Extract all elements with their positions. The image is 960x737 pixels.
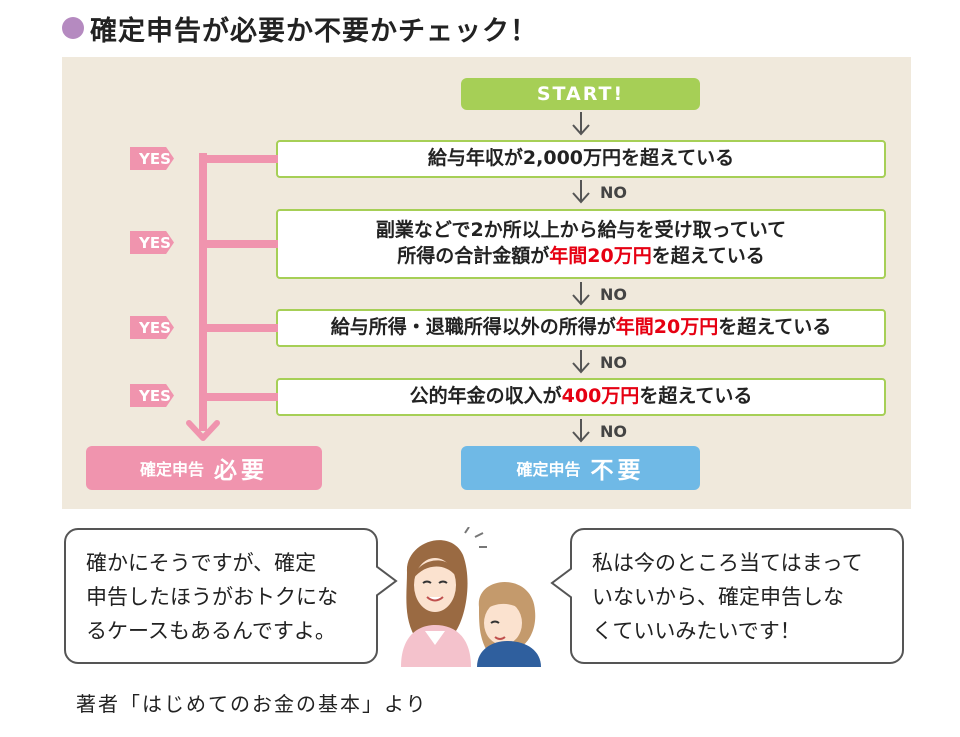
arrow-down-icon xyxy=(571,282,591,306)
no-label: NO xyxy=(600,422,627,441)
question-4-highlight: 400万円 xyxy=(562,385,640,407)
bubble-line: るケースもあるんですよ。 xyxy=(86,614,376,648)
arrow-down-icon xyxy=(186,420,220,442)
question-1-box: 給与年収が2,000万円を超えている xyxy=(276,140,886,178)
left-speech-bubble: 確かにそうですが、確定 申告したほうがおトクにな るケースもあるんですよ。 xyxy=(64,528,378,664)
yes-label: YES xyxy=(130,384,174,407)
question-3-box: 給与所得・退職所得以外の所得が年間20万円を超えている xyxy=(276,309,886,347)
yes-path-line xyxy=(199,153,207,431)
two-women-illustration xyxy=(395,527,555,667)
start-node: START! xyxy=(461,78,700,110)
question-2-box: 副業などで2か所以上から給与を受け取っていて 所得の合計金額が年間20万円を超え… xyxy=(276,209,886,279)
title-bullet-icon xyxy=(62,17,84,39)
arrow-down-icon xyxy=(571,350,591,374)
bubble-line: 私は今のところ当てはまって xyxy=(592,546,902,580)
question-1-text: 給与年収が2,000万円を超えている xyxy=(428,146,734,172)
yes-label: YES xyxy=(130,231,174,254)
question-4-box: 公的年金の収入が400万円を超えている xyxy=(276,378,886,416)
question-2-line1: 副業などで2か所以上から給与を受け取っていて xyxy=(376,218,786,244)
yes-connector xyxy=(199,324,278,332)
result-required: 確定申告 必要 xyxy=(86,446,322,490)
result-required-small: 確定申告 xyxy=(140,456,204,480)
no-label: NO xyxy=(600,285,627,304)
yes-connector xyxy=(199,240,278,248)
question-2-highlight: 年間20万円 xyxy=(549,245,651,267)
result-not-required-large: 不要 xyxy=(591,451,645,485)
yes-label: YES xyxy=(130,316,174,339)
result-not-required: 確定申告 不要 xyxy=(461,446,700,490)
page-title: 確定申告が必要か不要かチェック！ xyxy=(90,9,538,48)
question-4-text: 公的年金の収入が400万円を超えている xyxy=(410,384,753,410)
yes-connector xyxy=(199,393,278,401)
bubble-line: いないから、確定申告しな xyxy=(592,580,902,614)
arrow-down-icon xyxy=(571,419,591,443)
question-2-line2: 所得の合計金額が年間20万円を超えている xyxy=(397,244,765,270)
question-3-text: 給与所得・退職所得以外の所得が年間20万円を超えている xyxy=(331,315,832,341)
result-not-required-small: 確定申告 xyxy=(516,456,580,480)
no-label: NO xyxy=(600,353,627,372)
bubble-line: 確かにそうですが、確定 xyxy=(86,546,376,580)
yes-connector xyxy=(199,155,278,163)
bubble-line: くていいみたいです！ xyxy=(592,614,902,648)
arrow-down-icon xyxy=(571,112,591,136)
source-caption: 著者「はじめてのお金の基本」より xyxy=(76,688,428,717)
question-3-highlight: 年間20万円 xyxy=(616,316,718,338)
right-speech-bubble: 私は今のところ当てはまって いないから、確定申告しな くていいみたいです！ xyxy=(570,528,904,664)
result-required-large: 必要 xyxy=(214,451,268,485)
yes-label: YES xyxy=(130,147,174,170)
no-label: NO xyxy=(600,183,627,202)
arrow-down-icon xyxy=(571,180,591,204)
bubble-line: 申告したほうがおトクにな xyxy=(86,580,376,614)
